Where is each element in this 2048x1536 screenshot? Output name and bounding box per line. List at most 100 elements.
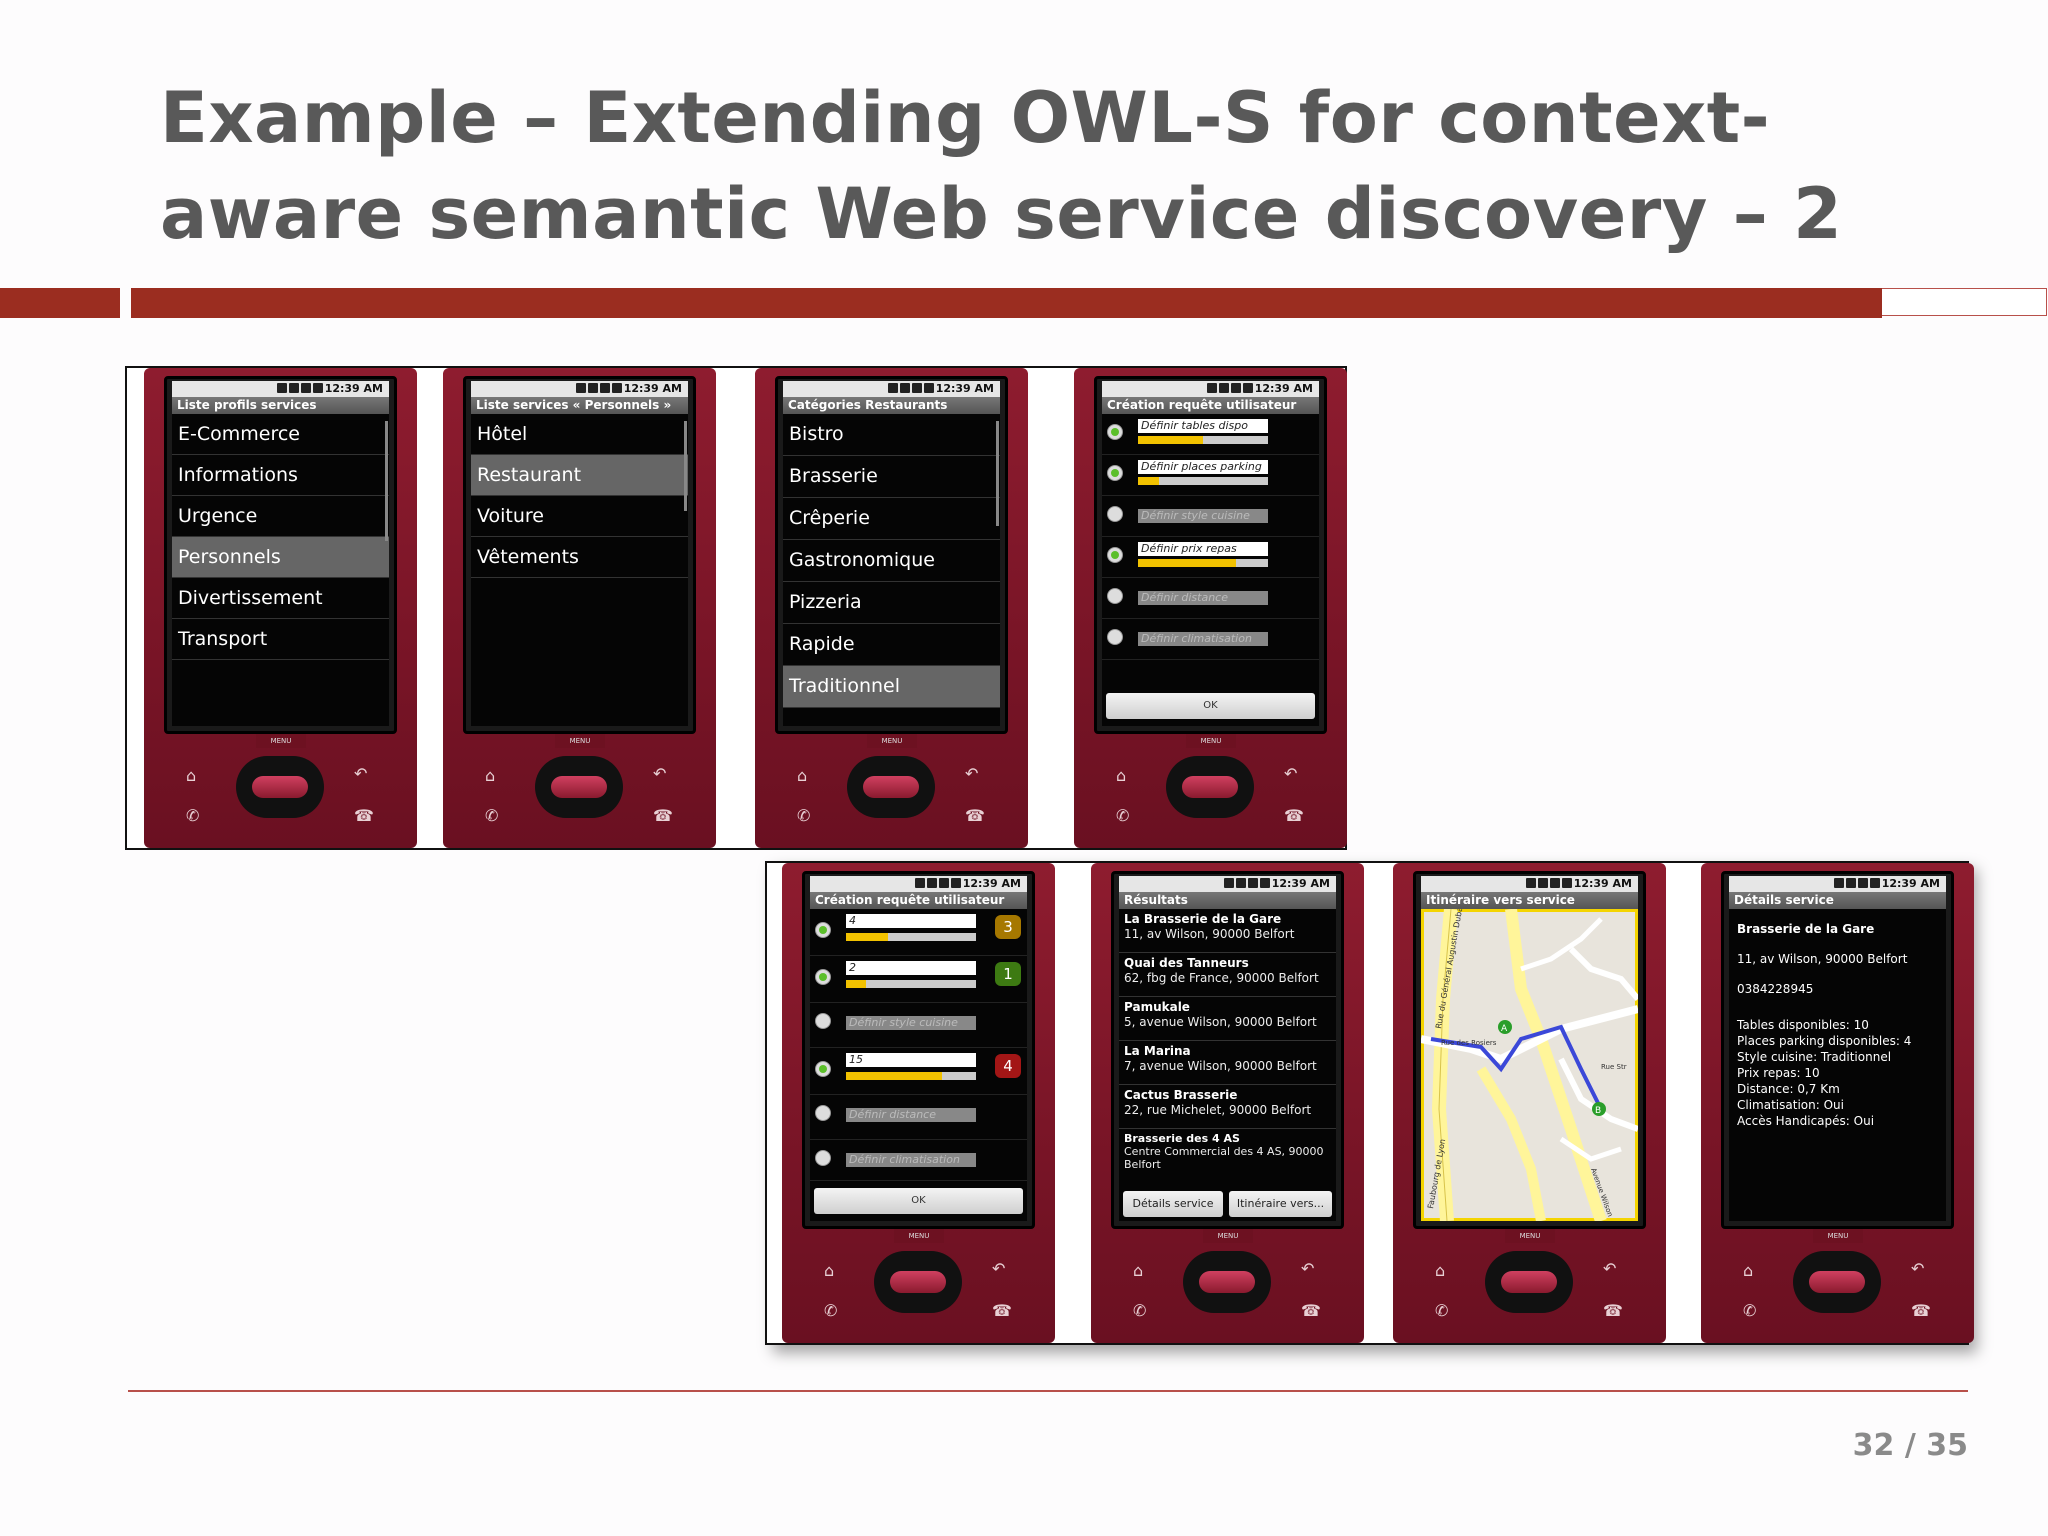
criterion-style[interactable]: Définir style cuisine	[810, 1003, 1027, 1048]
end-call-icon[interactable]: ☎	[354, 806, 374, 825]
radio-button[interactable]	[815, 1061, 831, 1077]
radio-button[interactable]	[1107, 424, 1123, 440]
list-item-ecommerce[interactable]: E-Commerce	[172, 414, 389, 455]
menu-button[interactable]: MENU	[256, 734, 306, 748]
criterion-distance[interactable]: Définir distance	[810, 1095, 1027, 1140]
back-icon[interactable]: ↶	[354, 764, 368, 783]
slider[interactable]	[846, 980, 976, 988]
result-item[interactable]: Brasserie des 4 AS Centre Commercial des…	[1119, 1129, 1336, 1175]
result-item[interactable]: Cactus Brasserie 22, rue Michelet, 90000…	[1119, 1085, 1336, 1129]
radio-button[interactable]	[1107, 629, 1123, 645]
back-icon[interactable]: ↶	[1911, 1259, 1925, 1278]
menu-button[interactable]: MENU	[1505, 1229, 1555, 1243]
criterion-parking[interactable]: 2 1	[810, 956, 1027, 1003]
radio-button[interactable]	[1107, 588, 1123, 604]
end-call-icon[interactable]: ☎	[965, 806, 985, 825]
list-item-pizzeria[interactable]: Pizzeria	[783, 582, 1000, 624]
list-item-traditionnel[interactable]: Traditionnel	[783, 666, 1000, 708]
home-icon[interactable]: ⌂	[1743, 1261, 1754, 1280]
call-icon[interactable]: ✆	[485, 806, 499, 825]
call-icon[interactable]: ✆	[1743, 1301, 1757, 1320]
list-item-restaurant[interactable]: Restaurant	[471, 455, 688, 496]
criterion-style[interactable]: Définir style cuisine	[1102, 496, 1319, 537]
list-item-voiture[interactable]: Voiture	[471, 496, 688, 537]
list-item-personnels[interactable]: Personnels	[172, 537, 389, 578]
home-icon[interactable]: ⌂	[1116, 766, 1127, 785]
end-call-icon[interactable]: ☎	[1911, 1301, 1931, 1320]
menu-button[interactable]: MENU	[894, 1229, 944, 1243]
call-icon[interactable]: ✆	[1133, 1301, 1147, 1320]
menu-button[interactable]: MENU	[1813, 1229, 1863, 1243]
trackball[interactable]	[847, 756, 935, 818]
list-item-urgence[interactable]: Urgence	[172, 496, 389, 537]
back-icon[interactable]: ↶	[992, 1259, 1006, 1278]
radio-button[interactable]	[1107, 547, 1123, 563]
criterion-prix[interactable]: Définir prix repas	[1102, 537, 1319, 578]
back-icon[interactable]: ↶	[1284, 764, 1298, 783]
result-item[interactable]: La Marina 7, avenue Wilson, 90000 Belfor…	[1119, 1041, 1336, 1085]
list-item-bistro[interactable]: Bistro	[783, 414, 1000, 456]
result-item[interactable]: Pamukale 5, avenue Wilson, 90000 Belfort	[1119, 997, 1336, 1041]
trackball[interactable]	[1793, 1251, 1881, 1313]
home-icon[interactable]: ⌂	[797, 766, 808, 785]
call-icon[interactable]: ✆	[1435, 1301, 1449, 1320]
criterion-distance[interactable]: Définir distance	[1102, 578, 1319, 619]
route-map[interactable]: A B Rue du Général Augustin Dubail Faubo…	[1421, 902, 1638, 1221]
call-icon[interactable]: ✆	[1116, 806, 1130, 825]
end-call-icon[interactable]: ☎	[1284, 806, 1304, 825]
menu-button[interactable]: MENU	[555, 734, 605, 748]
list-item-rapide[interactable]: Rapide	[783, 624, 1000, 666]
list-item-vetements[interactable]: Vêtements	[471, 537, 688, 578]
radio-button[interactable]	[815, 1105, 831, 1121]
trackball[interactable]	[1183, 1251, 1271, 1313]
slider[interactable]	[846, 933, 976, 941]
criterion-parking[interactable]: Définir places parking	[1102, 455, 1319, 496]
ok-button[interactable]: OK	[814, 1188, 1023, 1214]
call-icon[interactable]: ✆	[824, 1301, 838, 1320]
criterion-value[interactable]: 15	[846, 1053, 976, 1067]
back-icon[interactable]: ↶	[965, 764, 979, 783]
end-call-icon[interactable]: ☎	[992, 1301, 1012, 1320]
home-icon[interactable]: ⌂	[186, 766, 197, 785]
home-icon[interactable]: ⌂	[1435, 1261, 1446, 1280]
criterion-value[interactable]: 4	[846, 914, 976, 928]
home-icon[interactable]: ⌂	[824, 1261, 835, 1280]
slider[interactable]	[1138, 559, 1268, 567]
scrollbar[interactable]	[684, 421, 687, 511]
list-item-gastronomique[interactable]: Gastronomique	[783, 540, 1000, 582]
radio-button[interactable]	[815, 1013, 831, 1029]
menu-button[interactable]: MENU	[867, 734, 917, 748]
call-icon[interactable]: ✆	[797, 806, 811, 825]
menu-button[interactable]: MENU	[1203, 1229, 1253, 1243]
details-button[interactable]: Détails service	[1123, 1191, 1223, 1217]
criterion-tables[interactable]: Définir tables dispo	[1102, 414, 1319, 455]
list-item-transport[interactable]: Transport	[172, 619, 389, 660]
list-item-brasserie[interactable]: Brasserie	[783, 456, 1000, 498]
criterion-prix[interactable]: 15 4	[810, 1048, 1027, 1095]
list-item-informations[interactable]: Informations	[172, 455, 389, 496]
ok-button[interactable]: OK	[1106, 693, 1315, 719]
end-call-icon[interactable]: ☎	[653, 806, 673, 825]
scrollbar[interactable]	[385, 421, 388, 541]
criterion-tables[interactable]: 4 3	[810, 909, 1027, 956]
end-call-icon[interactable]: ☎	[1301, 1301, 1321, 1320]
trackball[interactable]	[1166, 756, 1254, 818]
slider[interactable]	[1138, 477, 1268, 485]
trackball[interactable]	[1485, 1251, 1573, 1313]
list-item-hotel[interactable]: Hôtel	[471, 414, 688, 455]
trackball[interactable]	[236, 756, 324, 818]
radio-button[interactable]	[815, 969, 831, 985]
home-icon[interactable]: ⌂	[1133, 1261, 1144, 1280]
call-icon[interactable]: ✆	[186, 806, 200, 825]
back-icon[interactable]: ↶	[1603, 1259, 1617, 1278]
slider[interactable]	[846, 1072, 976, 1080]
result-item[interactable]: La Brasserie de la Gare 11, av Wilson, 9…	[1119, 909, 1336, 953]
home-icon[interactable]: ⌂	[485, 766, 496, 785]
list-item-divertissement[interactable]: Divertissement	[172, 578, 389, 619]
criterion-value[interactable]: 2	[846, 961, 976, 975]
result-item[interactable]: Quai des Tanneurs 62, fbg de France, 900…	[1119, 953, 1336, 997]
radio-button[interactable]	[815, 922, 831, 938]
criterion-clim[interactable]: Définir climatisation	[810, 1140, 1027, 1181]
radio-button[interactable]	[1107, 465, 1123, 481]
back-icon[interactable]: ↶	[653, 764, 667, 783]
